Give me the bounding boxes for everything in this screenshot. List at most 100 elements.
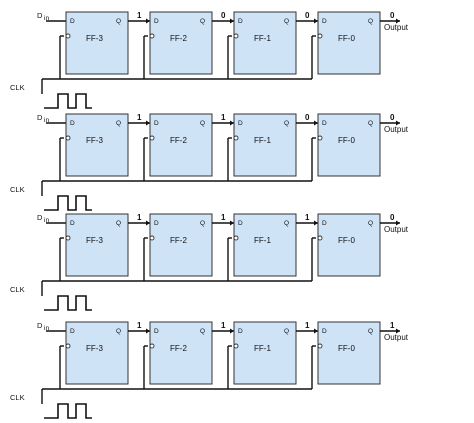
flipflop-box [149,11,213,75]
q-bit-value: 1 [221,213,226,222]
arrow-head [146,120,150,126]
flipflop-box [149,321,213,385]
q-bit-value: 1 [137,11,142,20]
q-pin-label: Q [368,18,373,25]
d-pin-label: D [70,120,75,127]
data-input-label: D [37,213,43,222]
flipflop-box [65,113,129,177]
clock-bubble [149,33,155,39]
flipflop-box [233,11,297,75]
arrow-head [230,120,234,126]
flipflop-name: FF-1 [254,136,271,145]
arrow-head [230,18,234,24]
q-bit-value: 1 [390,321,395,330]
clock-bubble [149,343,155,349]
d-pin-label: D [322,18,327,25]
d-pin-label: D [70,328,75,335]
q-bit-value: 1 [221,321,226,330]
flipflop-box [65,213,129,277]
q-pin-label: Q [284,120,289,127]
flipflop-ff-2: FF-2 D Q 1 [143,321,234,389]
flipflop-name: FF-2 [170,34,187,43]
flipflop-box [149,113,213,177]
flipflop-name: FF-1 [254,34,271,43]
d-pin-label: D [238,328,243,335]
q-pin-label: Q [200,328,205,335]
flipflop-name: FF-2 [170,344,187,353]
output-label: Output [384,225,409,234]
arrow-head [396,18,400,24]
q-bit-value: 1 [305,321,310,330]
d-pin-label: D [238,220,243,227]
q-bit-value: 1 [221,113,226,122]
flipflop-box [317,321,381,385]
d-pin-label: D [238,18,243,25]
flipflop-box [233,321,297,385]
q-bit-value: 1 [137,113,142,122]
q-pin-label: Q [200,18,205,25]
flipflop-box [65,11,129,75]
data-input-subscript: in [44,217,49,224]
clk-label: CLK [10,83,25,92]
q-pin-label: Q [284,328,289,335]
arrow-head [314,18,318,24]
q-pin-label: Q [284,18,289,25]
flipflop-box [149,213,213,277]
arrow-head [314,120,318,126]
output-label: Output [384,23,409,32]
clock-waveform [44,295,92,311]
flipflop-ff-0: FF-0 D Q 1 [311,321,400,389]
output-label: Output [384,333,409,342]
q-pin-label: Q [200,120,205,127]
flipflop-name: FF-3 [86,344,103,353]
q-bit-value: 0 [390,11,395,20]
data-input-label: D [37,11,43,20]
q-pin-label: Q [116,18,121,25]
clock-bubble [65,343,71,349]
clock-bubble [233,235,239,241]
arrow-head [230,220,234,226]
q-bit-value: 0 [390,213,395,222]
clk-label: CLK [10,285,25,294]
clock-bubble [233,33,239,39]
d-pin-label: D [322,120,327,127]
clk-label: CLK [10,185,25,194]
q-pin-label: Q [116,328,121,335]
clock-bubble [149,235,155,241]
data-input-subscript: in [44,15,49,22]
clock-bubble [317,235,323,241]
output-label: Output [384,125,409,134]
clock-bubble [65,33,71,39]
flipflop-box [233,113,297,177]
flipflop-name: FF-0 [338,344,355,353]
arrow-head [396,220,400,226]
d-pin-label: D [154,18,159,25]
data-input-label: D [37,321,43,330]
flipflop-name: FF-0 [338,136,355,145]
d-pin-label: D [322,328,327,335]
flipflop-box [317,213,381,277]
arrow-head [396,328,400,334]
d-pin-label: D [154,328,159,335]
flipflop-name: FF-3 [86,34,103,43]
q-bit-value: 1 [305,213,310,222]
d-pin-label: D [70,220,75,227]
flipflop-name: FF-0 [338,236,355,245]
arrow-head [146,328,150,334]
q-bit-value: 0 [390,113,395,122]
flipflop-box [233,213,297,277]
q-bit-value: 0 [305,11,310,20]
q-pin-label: Q [368,328,373,335]
q-bit-value: 1 [137,213,142,222]
